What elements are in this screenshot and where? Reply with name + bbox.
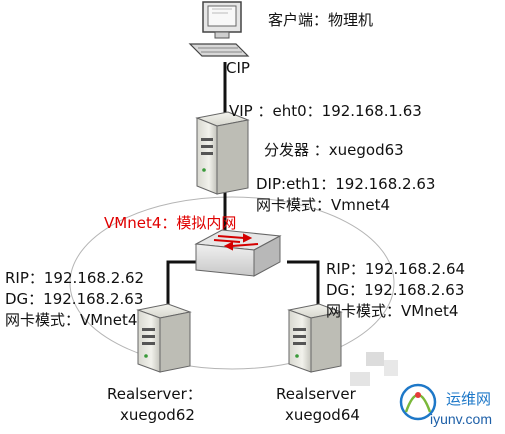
link-switch-realserver-left [166,260,200,313]
rs-right-dg-label: DG：192.168.2.63 [326,281,464,299]
rs-right-rip-label: RIP：192.168.2.64 [326,260,465,278]
computer-icon [188,1,250,57]
rs-left-name-label: Realserver： [107,385,202,403]
rs-left-host-label: xuegod62 [120,406,195,424]
dip-label: DIP:eth1：192.168.2.63 [256,175,435,193]
vip-label: VIP ：eht0：192.168.1.63 [229,102,422,120]
rs-left-rip-label: RIP：192.168.2.62 [5,269,144,287]
rs-right-name-label: Realserver [276,385,357,403]
network-ellipse [69,196,395,370]
watermark-logo-icon [399,383,437,421]
watermark-cn: 运维网 [446,391,491,408]
director-name-label: 分发器 ：xuegod63 [264,141,404,159]
link-switch-realserver-right [287,260,320,313]
cip-label: CIP [226,59,250,77]
switch-icon [194,229,282,277]
rs-right-host-label: xuegod64 [285,406,360,424]
rs-left-dg-label: DG：192.168.2.63 [5,290,143,308]
client-label: 客户端：物理机 [268,11,373,29]
watermark-url: iyunv.com [430,411,492,427]
realserver-left-icon [136,303,192,373]
rs-right-nic-mode-label: 网卡模式：VMnet4 [326,302,458,320]
network-label: VMnet4：模拟内网 [104,214,236,232]
director-nic-mode-label: 网卡模式：Vmnet4 [256,196,390,214]
realserver-right-icon [287,303,343,373]
director-server-icon [195,111,250,195]
rs-left-nic-mode-label: 网卡模式：VMnet4 [5,311,137,329]
watermark: 运维网 iyunv.com [350,352,492,427]
